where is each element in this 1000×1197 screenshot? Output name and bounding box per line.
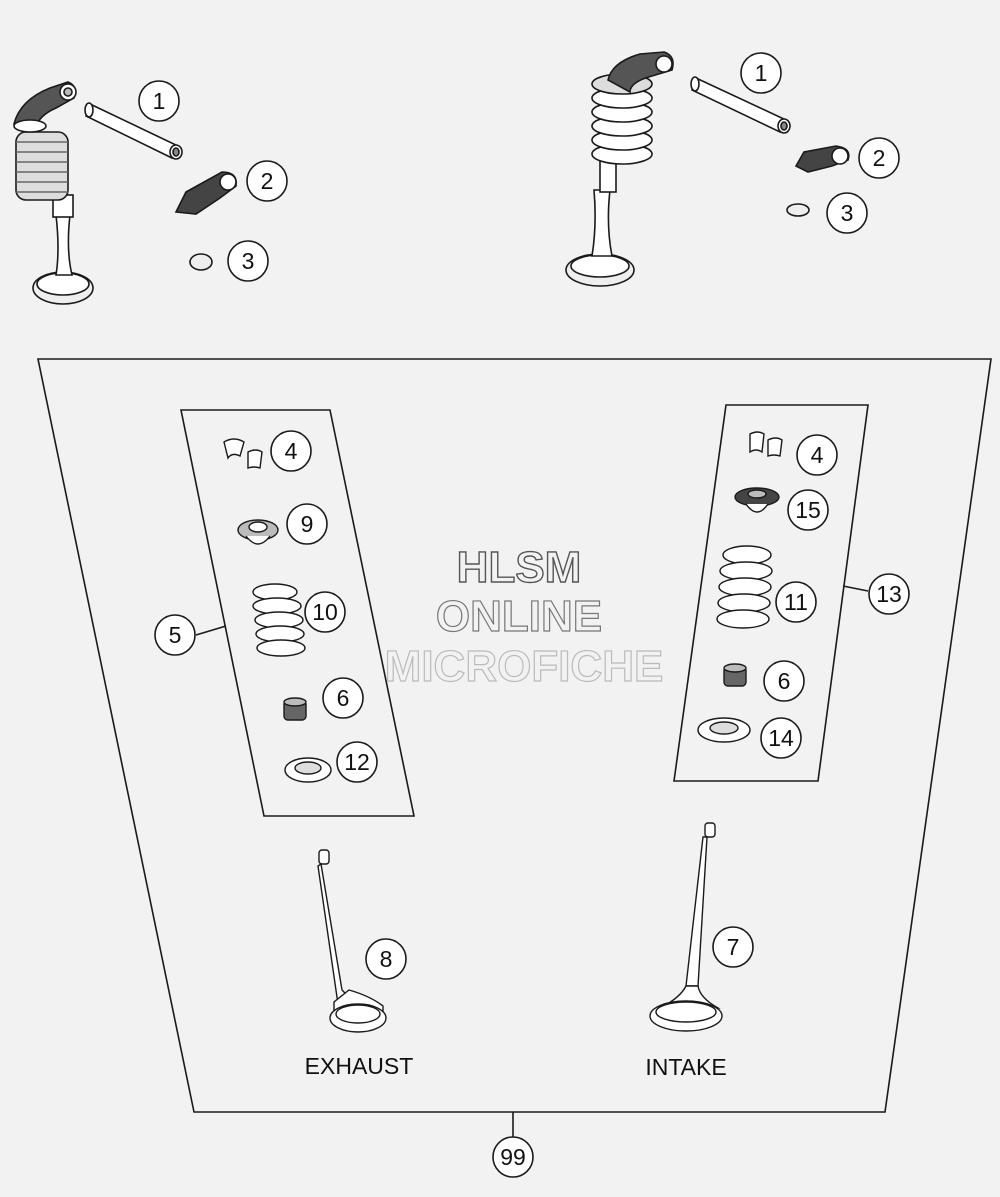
callout-12-number: 12 <box>344 749 370 775</box>
callout-2-right-number: 2 <box>873 145 886 171</box>
exhaust-valve-illustration <box>317 849 387 1033</box>
callout-99 <box>492 1136 534 1178</box>
callout-10 <box>304 591 346 633</box>
callout-4-right-number: 4 <box>811 442 824 468</box>
watermark-line-1: HLSM <box>457 543 582 592</box>
callout-6-right <box>763 660 805 702</box>
callout-8 <box>365 938 407 980</box>
callout-2-right <box>858 137 900 179</box>
right-kit-parts-illustration <box>697 431 783 743</box>
kit-13-frame <box>673 404 869 782</box>
callout-15 <box>787 489 829 531</box>
watermark-line-2: ONLINE <box>436 592 602 641</box>
callout-8-number: 8 <box>380 946 393 972</box>
callout-6-right-number: 6 <box>778 668 791 694</box>
callout-9-number: 9 <box>301 511 314 537</box>
callout-4-left-number: 4 <box>285 438 298 464</box>
callout-13-number: 13 <box>876 581 902 607</box>
intake-rocker-assembly-illustration <box>565 51 850 287</box>
watermark-line-3: MICROFICHE <box>385 642 664 691</box>
callout-3-right <box>826 192 868 234</box>
callout-99-number: 99 <box>500 1144 526 1170</box>
callout-4-right <box>796 434 838 476</box>
callout-10-number: 10 <box>312 599 338 625</box>
callout-6-left-number: 6 <box>337 685 350 711</box>
callout-6-left <box>322 677 364 719</box>
callout-15-number: 15 <box>795 497 821 523</box>
callout-4-left <box>270 430 312 472</box>
callout-11-number: 11 <box>784 589 808 615</box>
callout-5-number: 5 <box>169 622 182 648</box>
callout-3-left-number: 3 <box>242 248 255 274</box>
callout-13 <box>868 573 910 615</box>
callout-7-number: 7 <box>727 934 740 960</box>
callout-3-left <box>227 240 269 282</box>
callout-14-number: 14 <box>768 725 794 751</box>
kit-13-leader <box>842 585 869 592</box>
callout-14 <box>760 717 802 759</box>
callout-1-right-number: 1 <box>755 60 768 86</box>
callout-7 <box>712 926 754 968</box>
callout-2-left-number: 2 <box>261 168 274 194</box>
kit-5-leader <box>195 625 227 636</box>
callout-2-left <box>246 160 288 202</box>
callout-11 <box>775 581 817 623</box>
left-kit-parts-illustration <box>223 438 332 783</box>
exhaust-rocker-assembly-illustration <box>13 81 238 305</box>
callout-12 <box>336 741 378 783</box>
callout-1-right <box>740 52 782 94</box>
kit-99-frame <box>37 358 992 1113</box>
intake-valve-illustration <box>649 822 723 1032</box>
exhaust-label: EXHAUST <box>305 1053 414 1079</box>
callout-9 <box>286 503 328 545</box>
callout-1-left-number: 1 <box>153 88 166 114</box>
intake-label: INTAKE <box>645 1054 726 1080</box>
callout-1-left <box>138 80 180 122</box>
callout-3-right-number: 3 <box>841 200 854 226</box>
kit-5-frame <box>180 409 415 817</box>
callout-5 <box>154 614 196 656</box>
